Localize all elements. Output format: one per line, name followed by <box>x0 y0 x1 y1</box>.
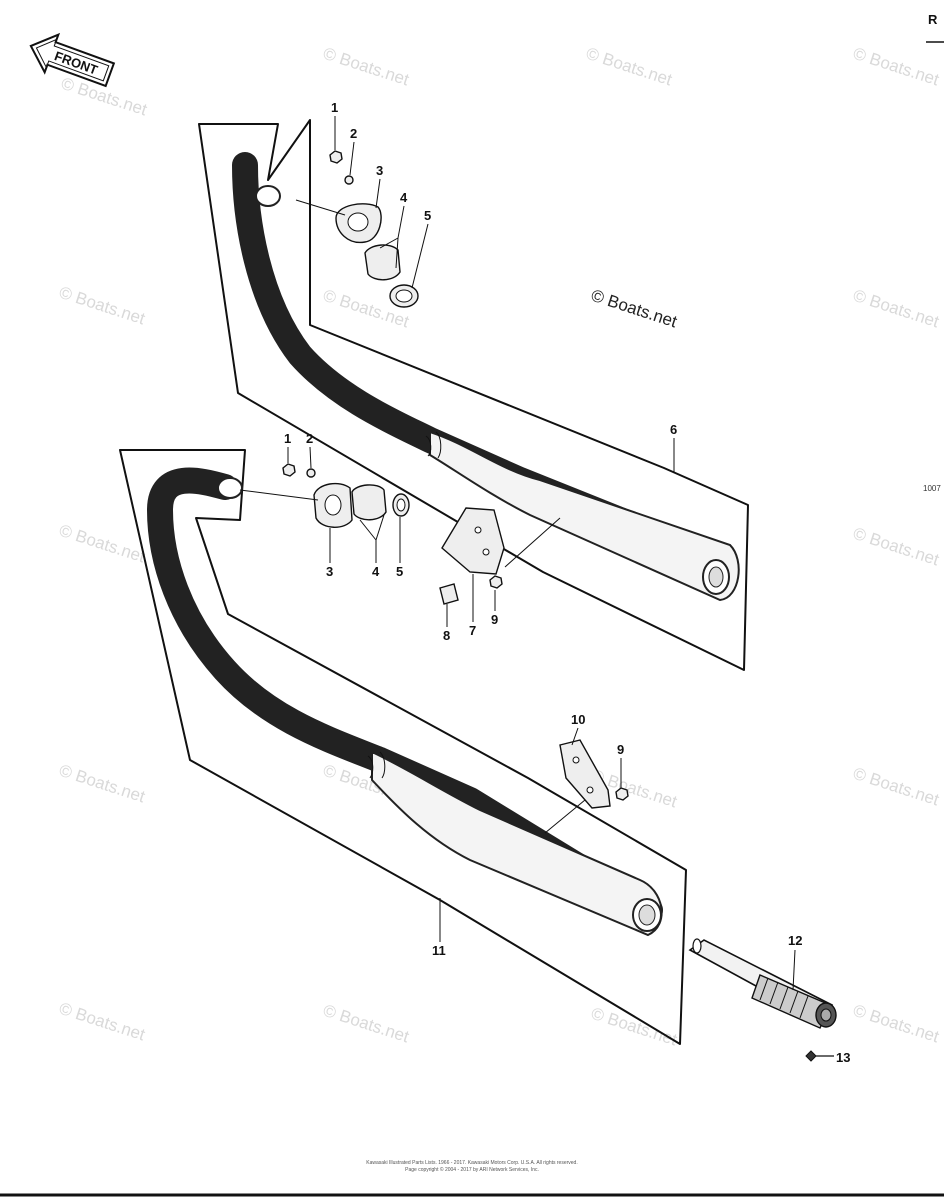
callout-middle-2: 2 <box>306 431 313 446</box>
middle-part-4-collar <box>351 484 387 521</box>
callout-middle-8: 8 <box>443 628 450 643</box>
callout-lower-12: 12 <box>788 933 802 948</box>
footer-line-1: Kawasaki Illustrated Parts Lists. 1966 -… <box>366 1160 577 1166</box>
lower-part-9-nut <box>615 787 629 801</box>
watermark-16: © Boats.net <box>589 1004 680 1050</box>
callout-middle-7: 7 <box>469 623 476 638</box>
lower-pipe-inlet <box>217 477 243 499</box>
silencer-insert-part-12 <box>688 938 837 1029</box>
corner-letter: R <box>928 12 938 27</box>
middle-callouts: 1 2 3 4 5 7 8 9 <box>284 431 498 643</box>
callout-upper-6: 6 <box>670 422 677 437</box>
watermark-13: © Boats.net <box>851 764 942 810</box>
middle-part-2-washer <box>306 468 316 478</box>
middle-flange-parts <box>282 463 505 605</box>
callout-upper-3: 3 <box>376 163 383 178</box>
lower-callouts: 10 9 11 12 13 <box>432 712 850 1065</box>
side-code: 1007 <box>923 484 941 493</box>
watermark-7: © Boats.net <box>851 286 942 332</box>
callout-middle-1: 1 <box>284 431 291 446</box>
watermark-14: © Boats.net <box>57 999 148 1045</box>
watermark-5: © Boats.net <box>57 283 148 329</box>
callout-lower-11: 11 <box>432 943 446 958</box>
callout-middle-5: 5 <box>396 564 403 579</box>
watermark-17: © Boats.net <box>851 1001 942 1047</box>
lower-part-10-bracket <box>559 739 611 809</box>
upper-pipe-inlet <box>255 185 281 207</box>
callout-middle-4: 4 <box>372 564 380 579</box>
watermark-8: © Boats.net <box>57 521 148 567</box>
callout-upper-1: 1 <box>331 100 338 115</box>
callout-upper-5: 5 <box>424 208 431 223</box>
upper-callouts: 1 2 3 4 5 6 <box>331 100 677 472</box>
footer-line-2: Page copyright © 2004 - 2017 by ARI Netw… <box>405 1166 539 1173</box>
watermark-15: © Boats.net <box>321 1001 412 1047</box>
middle-part-1-nut <box>282 463 296 477</box>
watermark-9: © Boats.net <box>851 524 942 570</box>
callout-middle-3: 3 <box>326 564 333 579</box>
upper-part-2-washer <box>344 175 354 185</box>
watermark-4: © Boats.net <box>851 44 942 90</box>
middle-part-9-nut <box>489 575 503 589</box>
front-arrow-icon: FRONT <box>29 32 116 88</box>
lower-muffler-assembly <box>119 449 687 1045</box>
callout-lower-10: 10 <box>571 712 585 727</box>
callout-upper-2: 2 <box>350 126 357 141</box>
callout-lower-9: 9 <box>617 742 624 757</box>
upper-part-1-nut <box>329 150 343 164</box>
watermark-2: © Boats.net <box>321 44 412 90</box>
callout-upper-4: 4 <box>400 190 408 205</box>
upper-muffler-assembly <box>198 119 749 671</box>
lower-group-outline <box>119 449 687 1045</box>
watermark-3: © Boats.net <box>584 44 675 90</box>
copyright-mark: © Boats.net <box>589 286 680 332</box>
lower-bracket-parts <box>559 739 629 809</box>
screw-part-13 <box>805 1050 834 1062</box>
upper-muffler-body <box>429 430 740 602</box>
callout-middle-9: 9 <box>491 612 498 627</box>
middle-part-8-nut <box>439 583 459 605</box>
upper-group-outline <box>198 119 749 671</box>
upper-part-4-collar <box>364 244 401 281</box>
callout-lower-13: 13 <box>836 1050 850 1065</box>
watermark-10: © Boats.net <box>57 761 148 807</box>
middle-part-7-bracket <box>441 507 505 575</box>
upper-flange-parts <box>295 150 419 308</box>
